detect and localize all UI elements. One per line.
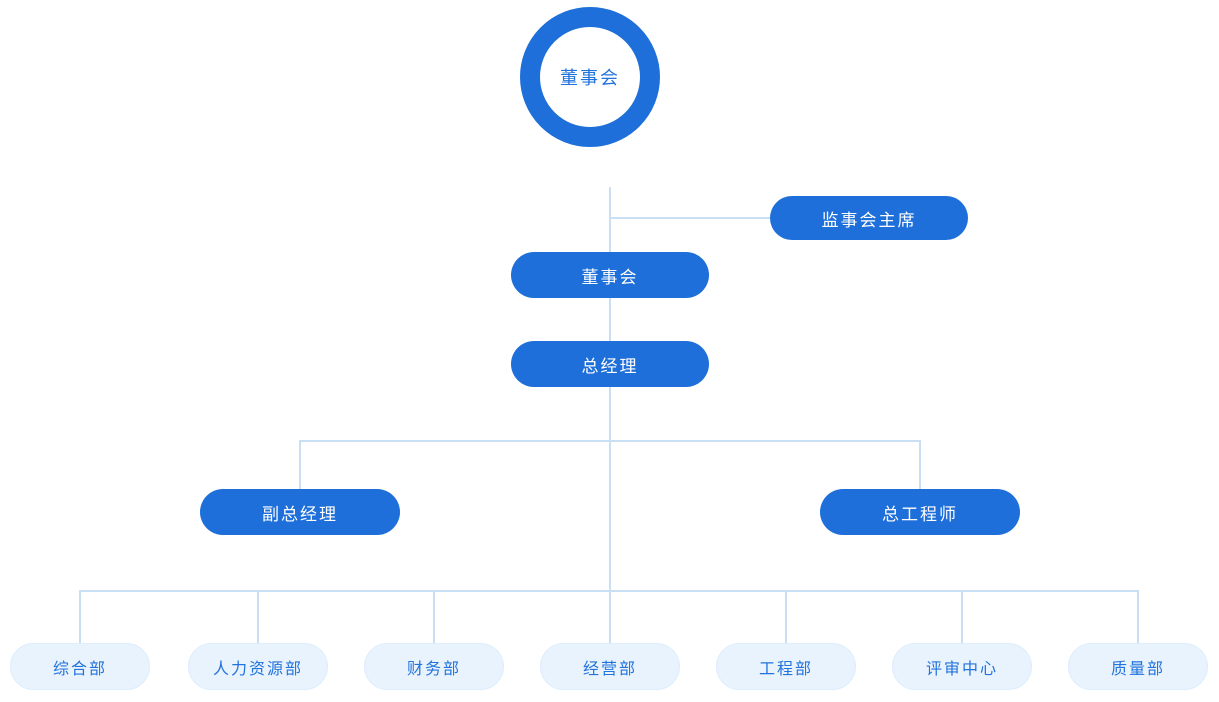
- connector-drop-dept-6: [961, 591, 963, 643]
- node-board-of-directors: 董事会: [511, 252, 709, 298]
- node-label: 副总经理: [262, 504, 338, 524]
- node-board-of-directors-circle: 董事会: [520, 7, 660, 147]
- node-label: 财务部: [406, 660, 461, 678]
- connector-branch-supervisory: [610, 217, 770, 219]
- connector-gm-trunk: [609, 387, 611, 591]
- node-supervisory-board-chairman: 监事会主席: [770, 196, 968, 240]
- connector-drop-dept-2: [257, 591, 259, 643]
- node-label: 评审中心: [925, 660, 998, 678]
- connector-split-level4: [299, 440, 921, 442]
- connector-board-to-gm: [609, 298, 611, 341]
- connector-drop-dept-5: [785, 591, 787, 643]
- connector-drop-chief-engineer: [919, 441, 921, 489]
- node-chief-engineer: 总工程师: [820, 489, 1020, 535]
- node-label: 监事会主席: [821, 210, 917, 230]
- node-dept-quality: 质量部: [1068, 643, 1208, 690]
- node-label: 董事会: [581, 267, 639, 287]
- node-label: 综合部: [52, 660, 107, 678]
- node-dept-engineering: 工程部: [716, 643, 856, 690]
- connector-drop-dept-1: [79, 591, 81, 643]
- connector-root-to-board: [609, 187, 611, 252]
- node-label: 经营部: [582, 660, 637, 678]
- node-dept-finance: 财务部: [364, 643, 504, 690]
- connector-drop-dept-7: [1137, 591, 1139, 643]
- node-label: 总经理: [581, 356, 639, 376]
- connector-drop-dept-3: [433, 591, 435, 643]
- node-deputy-general-manager: 副总经理: [200, 489, 400, 535]
- node-dept-human-resources: 人力资源部: [188, 643, 328, 690]
- node-dept-review-center: 评审中心: [892, 643, 1032, 690]
- node-label: 工程部: [758, 660, 813, 678]
- node-general-manager: 总经理: [511, 341, 709, 387]
- node-label: 人力资源部: [212, 660, 303, 678]
- connector-drop-dept-4: [609, 591, 611, 643]
- node-dept-operations: 经营部: [540, 643, 680, 690]
- node-label: 董事会: [560, 68, 620, 88]
- node-dept-general: 综合部: [10, 643, 150, 690]
- connector-drop-deputy-gm: [299, 441, 301, 489]
- node-label: 质量部: [1110, 660, 1165, 678]
- node-label: 总工程师: [882, 504, 958, 524]
